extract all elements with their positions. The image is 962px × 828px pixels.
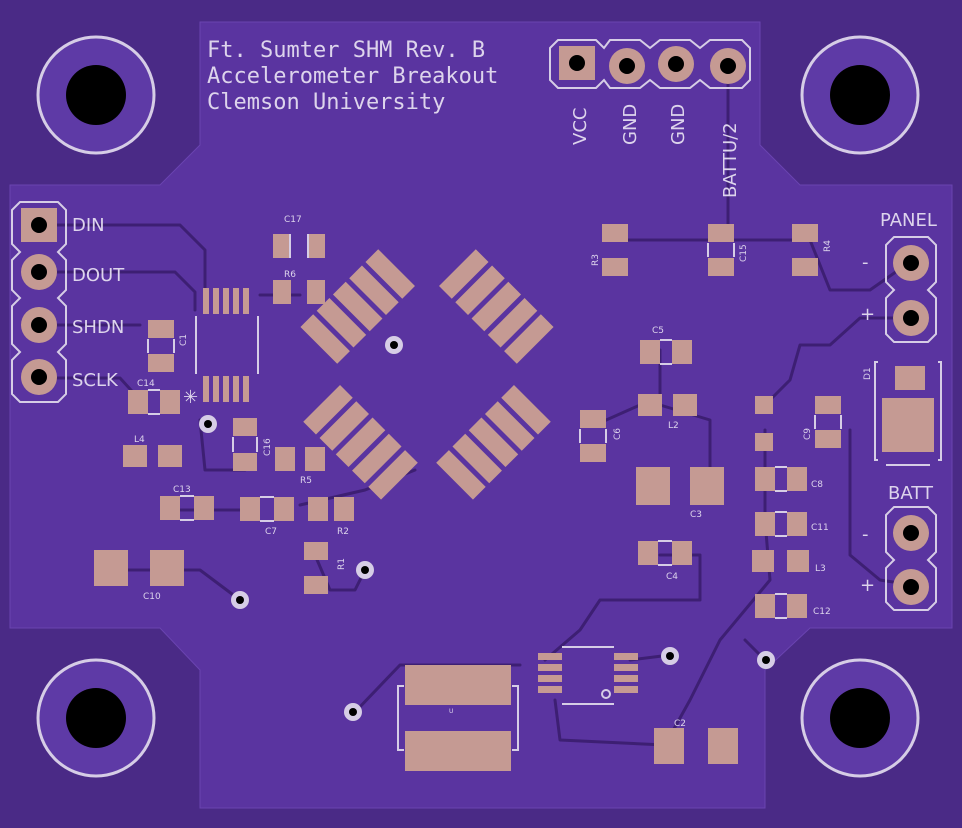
label-batt: BATT [888, 483, 934, 504]
svg-text:C3: C3 [690, 510, 702, 520]
capacitor-c7: C7 [240, 496, 294, 537]
label-panel-minus: - [862, 252, 869, 273]
label-battu: BATTU/2 [720, 122, 741, 198]
capacitor-c13: C13 [160, 485, 214, 521]
mounting-hole-bottom-left [36, 658, 156, 778]
svg-text:L2: L2 [668, 421, 679, 431]
resistor-r2: R2 [308, 497, 354, 537]
svg-text:C12: C12 [813, 607, 831, 617]
mounting-holes [36, 35, 920, 778]
crystal-u: U [397, 665, 519, 771]
title-block: Ft. Sumter SHM Rev. B Accelerometer Brea… [207, 38, 498, 115]
svg-text:C7: C7 [265, 527, 277, 537]
capacitor-c11: C11 [755, 511, 829, 537]
label-panel: PANEL [880, 210, 937, 231]
panel-header: PANEL - + [860, 210, 937, 343]
label-gnd-1: GND [620, 104, 641, 145]
top-header: VCC GND GND BATTU/2 [549, 39, 751, 198]
title-line-1: Ft. Sumter SHM Rev. B [207, 38, 485, 63]
svg-text:C2: C2 [674, 719, 686, 729]
label-shdn: SHDN [72, 317, 124, 338]
svg-text:C10: C10 [143, 592, 161, 602]
capacitor-c4: C4 [638, 540, 692, 582]
left-header: DIN DOUT SHDN SCLK [11, 201, 125, 403]
label-batt-plus: + [860, 575, 875, 596]
accelerometer-ic [300, 249, 554, 500]
bottom-ic [538, 646, 638, 705]
resistor-r4: R4 [792, 224, 833, 276]
capacitor-c2: C2 [654, 719, 738, 764]
label-batt-minus: - [862, 524, 869, 545]
svg-text:L4: L4 [134, 435, 145, 445]
resistor-r5: R5 [275, 447, 325, 486]
svg-text:C14: C14 [137, 379, 155, 389]
svg-text:C8: C8 [811, 480, 823, 490]
batt-header: BATT - + [860, 483, 937, 611]
svg-text:C13: C13 [173, 485, 191, 495]
svg-text:R1: R1 [337, 558, 347, 570]
capacitor-c9: C9 [755, 396, 842, 451]
inductor-l2: L2 [638, 394, 697, 431]
capacitor-c6: C6 [579, 410, 623, 462]
svg-text:C15: C15 [739, 244, 749, 262]
svg-text:C4: C4 [666, 572, 678, 582]
vias [199, 336, 775, 721]
capacitor-c5: C5 [640, 326, 692, 365]
copper-pour [9, 21, 953, 809]
svg-text:C16: C16 [263, 438, 273, 456]
label-sclk: SCLK [72, 370, 119, 391]
capacitor-c14: C14 [128, 379, 180, 415]
label-dout: DOUT [72, 265, 125, 286]
title-line-3: Clemson University [207, 90, 445, 115]
svg-text:R5: R5 [300, 476, 312, 486]
svg-text:L3: L3 [815, 564, 826, 574]
svg-text:D1: D1 [863, 367, 873, 380]
svg-text:R2: R2 [337, 527, 349, 537]
svg-text:C5: C5 [652, 326, 664, 336]
svg-text:R6: R6 [284, 270, 296, 280]
svg-text:C17: C17 [284, 215, 302, 225]
svg-text:C1: C1 [179, 334, 189, 346]
capacitor-c17: C17 [273, 215, 325, 258]
svg-text:C9: C9 [803, 428, 813, 440]
capacitor-c10: C10 [94, 550, 184, 602]
inductor-l3: L3 [752, 550, 826, 574]
svg-text:R4: R4 [823, 240, 833, 252]
capacitor-c15: C15 [707, 224, 749, 276]
title-line-2: Accelerometer Breakout [207, 64, 498, 89]
resistor-r6: R6 [273, 270, 325, 304]
capacitor-c1: C1 [147, 320, 189, 372]
resistor-r3: R3 [591, 224, 628, 276]
svg-text:C11: C11 [811, 523, 829, 533]
capacitor-c3: C3 [636, 467, 724, 520]
capacitor-c8: C8 [755, 466, 823, 492]
regulator-ic: ✳ [183, 288, 259, 408]
svg-text:C6: C6 [613, 428, 623, 440]
mounting-hole-top-left [36, 35, 156, 155]
resistor-r1: R1 [304, 542, 347, 594]
label-vcc: VCC [570, 108, 591, 145]
mounting-hole-top-right [800, 35, 920, 155]
svg-text:U: U [449, 708, 453, 715]
svg-text:R3: R3 [591, 254, 601, 266]
inductor-l4: L4 [123, 435, 182, 467]
mounting-hole-bottom-right [800, 658, 920, 778]
svg-text:✳: ✳ [183, 387, 198, 408]
capacitor-c12: C12 [755, 593, 831, 619]
diode-d1: D1 [863, 361, 942, 466]
label-din: DIN [72, 215, 105, 236]
label-gnd-2: GND [668, 104, 689, 145]
capacitor-c16: C16 [232, 418, 273, 471]
label-panel-plus: + [860, 304, 875, 325]
